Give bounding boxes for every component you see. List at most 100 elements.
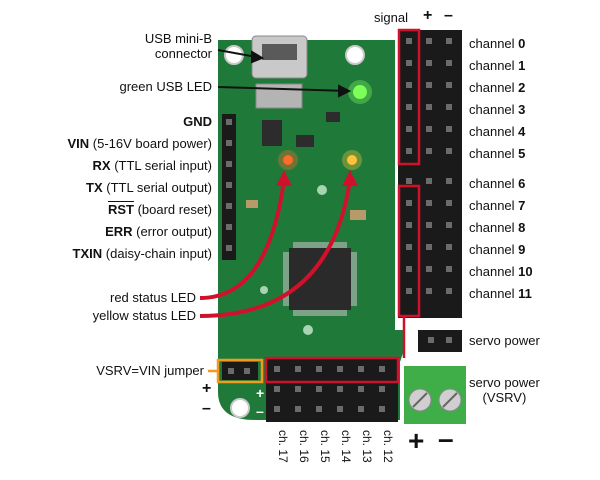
header-pin: [406, 288, 412, 294]
header-pin: [406, 104, 412, 110]
header-pin: [446, 222, 452, 228]
pin-label: ERR (error output): [20, 224, 212, 239]
header-pin: [337, 366, 343, 372]
header-pin: [426, 178, 432, 184]
header-pin: [446, 288, 452, 294]
green-usb-led-label: green USB LED: [119, 79, 213, 94]
servo-power-label: servo power: [469, 333, 540, 348]
header-pin: [406, 200, 412, 206]
channel-label: channel 5: [469, 146, 525, 161]
header-pin: [295, 366, 301, 372]
channel-label-prefix: channel: [469, 176, 519, 191]
bottom-channel-label: ch. 12: [381, 430, 395, 463]
jumper-header: [222, 362, 258, 380]
left-plus-label: +: [202, 380, 212, 397]
header-pin: [406, 178, 412, 184]
minus-column-label: –: [444, 7, 453, 24]
header-pin: [358, 366, 364, 372]
servo-power-header: [418, 330, 462, 352]
channel-label-number: 11: [518, 286, 532, 301]
channel-label-number: 3: [518, 102, 526, 117]
header-pin: [426, 200, 432, 206]
right-servo-header: [398, 30, 462, 318]
pin-label-description: (TTL serial input): [110, 158, 212, 173]
bottom-channel-label: ch. 15: [318, 430, 332, 463]
pin-label-description: (TTL serial output): [102, 180, 212, 195]
header-pin: [358, 386, 364, 392]
header-pin: [426, 38, 432, 44]
pin-label-description: (error output): [132, 224, 212, 239]
pin-label-description: (board reset): [133, 202, 212, 217]
header-pin: [406, 60, 412, 66]
pin-label-name: GND: [183, 114, 212, 129]
header-pin: [406, 148, 412, 154]
microcontroller-chip: [283, 242, 357, 316]
channel-label-number: 10: [518, 264, 533, 279]
header-pin: [337, 386, 343, 392]
header-pin: [426, 288, 432, 294]
red-status-led-label: red status LED: [110, 290, 196, 305]
yellow-status-led-label: yellow status LED: [92, 308, 196, 323]
header-pin: [426, 148, 432, 154]
header-pin: [446, 126, 452, 132]
channel-label: channel 6: [469, 176, 525, 191]
channel-label: channel 0: [469, 36, 525, 51]
channel-label: channel 7: [469, 198, 525, 213]
usb-connector-line2: connector: [154, 46, 212, 61]
board-plus-marker: +: [256, 385, 264, 401]
header-pin: [274, 386, 280, 392]
pin-label: RST (board reset): [20, 202, 212, 217]
pin-label: TXIN (daisy-chain input): [20, 246, 212, 261]
channel-label-number: 4: [518, 124, 526, 139]
left-pin-header: [222, 114, 236, 260]
header-pin: [274, 406, 280, 412]
header-pin: [295, 406, 301, 412]
channel-label-prefix: channel: [469, 58, 519, 73]
header-pin: [426, 244, 432, 250]
pin-label-name: RX: [92, 158, 111, 173]
header-pin: [295, 386, 301, 392]
servo-plus-marker: +: [424, 352, 432, 367]
header-pin: [446, 178, 452, 184]
channel-label: channel 2: [469, 80, 525, 95]
channel-label-prefix: channel: [469, 80, 519, 95]
leds: [278, 80, 372, 170]
header-pin: [426, 126, 432, 132]
channel-label-number: 5: [518, 146, 526, 161]
header-pin: [426, 60, 432, 66]
channel-label-prefix: channel: [469, 146, 519, 161]
pin-label-name: RST: [107, 202, 134, 217]
channel-label: channel 9: [469, 242, 525, 257]
channel-label-number: 6: [518, 176, 526, 191]
small-components: [246, 112, 366, 335]
header-pin: [406, 266, 412, 272]
header-pin: [446, 104, 452, 110]
channel-label: channel 10: [469, 264, 533, 279]
channel-label: channel 11: [469, 286, 532, 301]
servo-minus-marker: –: [444, 352, 451, 367]
header-pin: [406, 222, 412, 228]
header-pin: [426, 266, 432, 272]
pin-label-name: ERR: [105, 224, 133, 239]
header-pin: [446, 200, 452, 206]
header-pin: [316, 386, 322, 392]
terminal-plus-label: +: [408, 425, 425, 456]
header-pin: [446, 244, 452, 250]
header-pin: [426, 82, 432, 88]
channel-label-prefix: channel: [469, 198, 519, 213]
header-pin: [379, 406, 385, 412]
header-pin: [316, 366, 322, 372]
bottom-channel-label: ch. 13: [360, 430, 374, 463]
pointer-lines: [217, 49, 352, 98]
left-minus-label: –: [202, 400, 211, 417]
pin-label-name: VIN: [67, 136, 90, 151]
servo-power-vsrv-line2: (VSRV): [482, 390, 527, 405]
header-pin: [446, 38, 452, 44]
signal-highlights: [264, 28, 421, 384]
channel-label-number: 1: [518, 58, 526, 73]
terminal-minus-label: –: [438, 423, 454, 454]
header-pin: [274, 366, 280, 372]
signal-label: signal: [374, 10, 408, 25]
channel-label: channel 1: [469, 58, 525, 73]
header-pin: [406, 244, 412, 250]
